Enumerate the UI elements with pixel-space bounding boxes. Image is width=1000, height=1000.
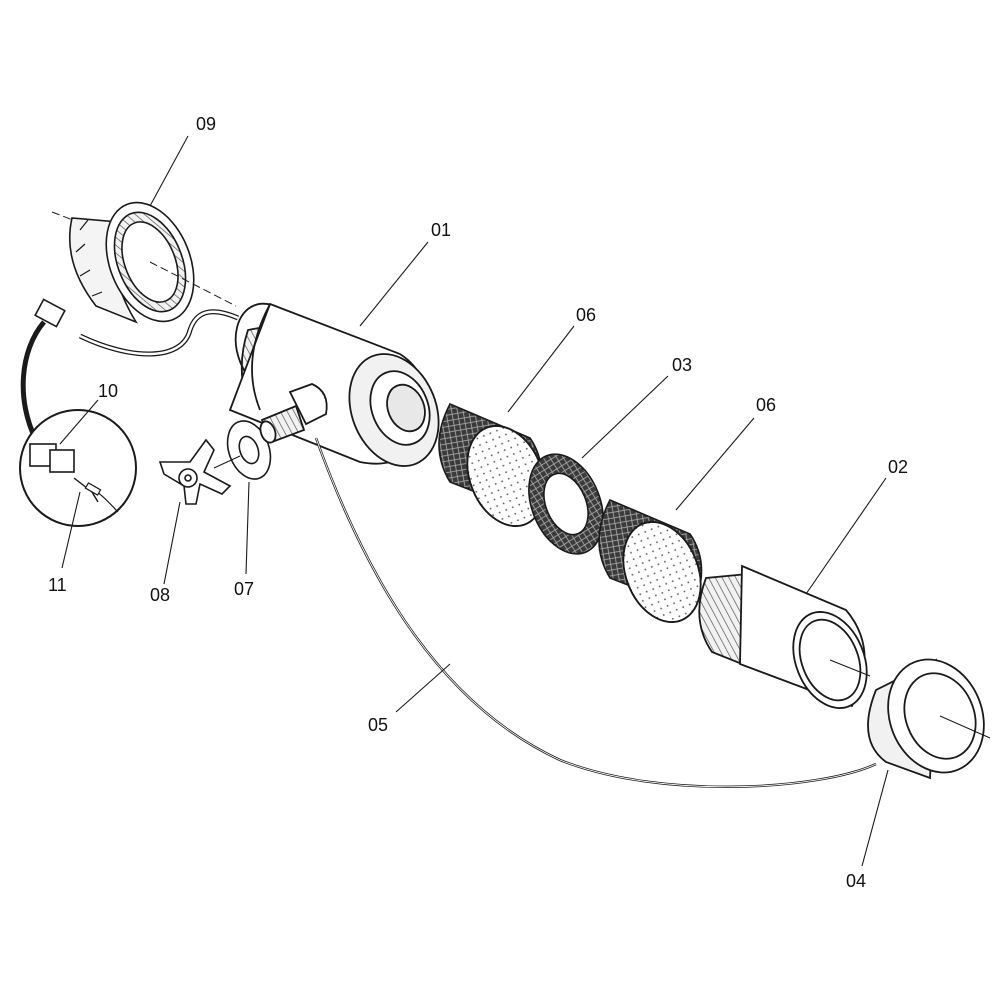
part-01-housing [228,302,440,467]
leader-09 [149,135,189,207]
leader-11 [61,491,81,569]
callout-07: 07 [234,579,255,599]
leader-03 [581,375,669,459]
part-08-impeller [158,438,232,505]
callout-03: 03 [672,355,693,375]
part-07-washer [213,420,272,480]
part-10-wire-connector [20,298,239,442]
leader-01 [359,241,429,327]
callout-04: 04 [846,871,867,891]
leader-04 [861,769,889,867]
callout-06-second: 06 [756,395,777,415]
callout-09: 09 [196,114,217,134]
part-06-filter-sleeve-1 [438,402,546,527]
callout-02: 02 [888,457,909,477]
callout-11: 11 [48,575,67,595]
leader-05 [395,663,451,713]
part-03-gasket-ring [528,453,604,555]
part-02-threaded-cup [698,564,871,709]
detail-circle-10-11 [19,409,137,527]
part-09-union-nut [51,201,237,324]
callout-08: 08 [150,585,171,605]
leader-06b [675,417,755,511]
leader-08 [163,501,181,585]
leader-02 [805,477,887,595]
leader-lines [59,135,889,867]
leader-06a [507,325,575,413]
part-05-cable [314,437,877,788]
part-06-filter-sleeve-2 [598,498,703,623]
callout-10: 10 [98,381,119,401]
part-04-end-cap [867,658,991,780]
leader-10 [59,399,99,445]
callout-01: 01 [431,220,452,240]
leader-07 [245,481,250,575]
callout-06-first: 06 [576,305,597,325]
callout-05: 05 [368,715,389,735]
